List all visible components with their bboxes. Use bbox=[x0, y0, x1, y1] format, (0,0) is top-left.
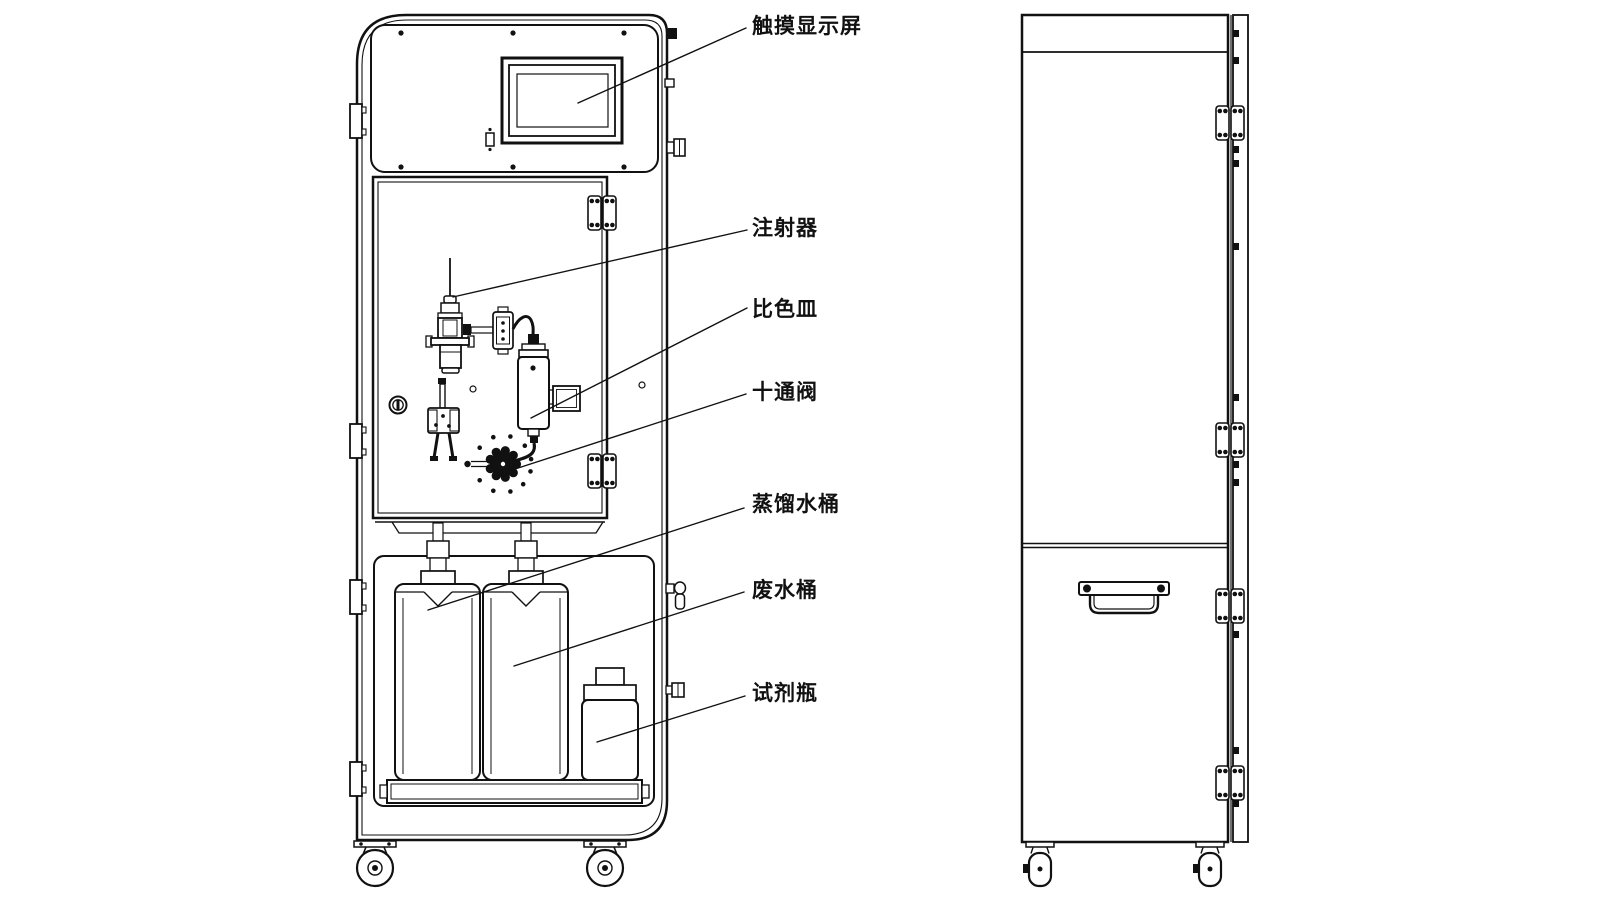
label-distilled-water-bucket: 蒸馏水桶 bbox=[752, 492, 840, 516]
side-handle[interactable] bbox=[1078, 581, 1170, 615]
key-lock[interactable] bbox=[388, 395, 408, 415]
mixing-valve-block bbox=[463, 306, 535, 355]
leader-syringe bbox=[452, 229, 748, 298]
syringe-assembly bbox=[425, 258, 475, 374]
side-hinge-icon bbox=[1215, 588, 1245, 624]
side-hinge-icon bbox=[1215, 765, 1245, 801]
frame-screw-hole bbox=[638, 381, 646, 389]
leader-distilled-water-bucket bbox=[427, 507, 745, 611]
side-view bbox=[1020, 13, 1249, 888]
leader-waste-water-bucket bbox=[513, 591, 745, 667]
leader-cuvette bbox=[530, 307, 748, 419]
display-panel bbox=[370, 24, 659, 173]
panel-screw-hole bbox=[469, 385, 477, 393]
side-hinge-icon bbox=[1215, 105, 1245, 141]
leader-reagent-bottle bbox=[596, 695, 746, 743]
cable-gland bbox=[666, 138, 686, 157]
caster-wheel-icon bbox=[1021, 840, 1056, 888]
label-ten-port-valve: 十通阀 bbox=[752, 380, 818, 404]
ten-port-valve bbox=[464, 434, 534, 494]
leader-touch-screen bbox=[577, 27, 747, 104]
cuvette-assembly bbox=[507, 334, 581, 464]
label-touch-screen: 触摸显示屏 bbox=[752, 14, 862, 38]
usb-port[interactable] bbox=[485, 127, 495, 152]
leader-ten-port-valve bbox=[511, 393, 747, 471]
caster-wheel-icon bbox=[582, 839, 628, 888]
label-cuvette: 比色皿 bbox=[752, 297, 818, 321]
callouts: 触摸显示屏 注射器 比色皿 十通阀 蒸馏水桶 废水桶 试剂瓶 bbox=[427, 14, 862, 743]
label-waste-water-bucket: 废水桶 bbox=[752, 578, 818, 602]
front-view bbox=[349, 13, 687, 888]
pinch-valve bbox=[427, 378, 460, 461]
bottom-compartment bbox=[373, 522, 655, 807]
tray bbox=[379, 779, 650, 804]
caster-wheel-icon bbox=[1191, 840, 1226, 888]
side-body bbox=[1020, 13, 1230, 844]
pipe-fitting bbox=[665, 682, 685, 698]
door-latch[interactable] bbox=[665, 581, 687, 610]
caster-wheel-icon bbox=[352, 839, 398, 888]
analysis-door[interactable] bbox=[371, 175, 609, 520]
strip-marks bbox=[1233, 30, 1239, 807]
label-syringe: 注射器 bbox=[752, 216, 818, 240]
side-hinge-icon bbox=[1215, 422, 1245, 458]
touch-screen[interactable] bbox=[500, 56, 624, 145]
label-reagent-bottle: 试剂瓶 bbox=[752, 681, 818, 705]
reagent-bottle bbox=[581, 667, 639, 781]
right-edge-fittings bbox=[664, 28, 687, 698]
